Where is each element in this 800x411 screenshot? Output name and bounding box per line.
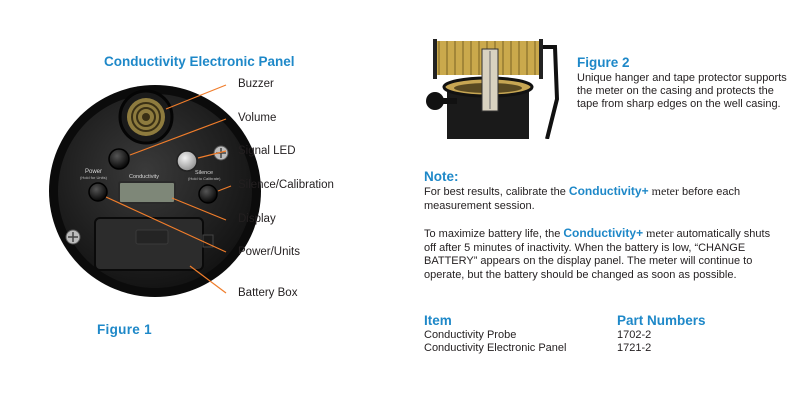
- screw-bottom-left-icon: [65, 229, 81, 245]
- callout-battery-box: Battery Box: [238, 287, 298, 299]
- note-p1-post: before each measurement session.: [424, 186, 741, 212]
- callout-signal-led: Signal LED: [238, 145, 296, 157]
- figure2-title: Figure 2: [577, 55, 630, 70]
- callout-power-units: Power/Units: [238, 246, 300, 258]
- figure2-description: Unique hanger and tape protector support…: [577, 72, 787, 110]
- callout-leaders: [105, 84, 232, 294]
- note-title: Note:: [424, 169, 459, 184]
- brand-text: Conductivity: [568, 184, 642, 198]
- signal-led: [176, 150, 198, 172]
- silence-label: Silence: [195, 170, 213, 176]
- power-sub-label: (Hold for Units): [80, 175, 108, 180]
- silence-button[interactable]: [198, 184, 218, 204]
- panel-title: Conductivity Electronic Panel: [104, 54, 295, 69]
- note-paragraph-1: For best results, calibrate the Conducti…: [424, 184, 784, 213]
- note-paragraph-2: To maximize battery life, the Conductivi…: [424, 226, 784, 282]
- figure1-label: Figure 1: [97, 322, 152, 337]
- hanger-photo: [417, 39, 567, 139]
- part-number-row-1: 1702-2: [617, 329, 652, 341]
- buzzer-icon: [118, 89, 174, 145]
- callout-silence-calibration: Silence/Calibration: [238, 179, 334, 191]
- brand-name-2: Conductivity+: [563, 226, 643, 240]
- meter-word: meter: [651, 184, 679, 198]
- item-row-1: Conductivity Probe: [424, 329, 517, 341]
- power-label: Power: [85, 169, 102, 175]
- note-p2-pre: To maximize battery life, the: [424, 228, 564, 240]
- power-button[interactable]: [88, 182, 108, 202]
- lcd-display: [118, 181, 176, 204]
- part-number-row-2: 1721-2: [617, 342, 652, 354]
- part-numbers-header: Part Numbers: [617, 313, 706, 328]
- callout-display: Display: [238, 213, 276, 225]
- brand-text-2: Conductivity: [563, 226, 637, 240]
- meter-word-2: meter: [646, 226, 674, 240]
- brand-plus-2: +: [636, 226, 644, 240]
- volume-knob[interactable]: [108, 148, 130, 170]
- brand-plus: +: [641, 184, 649, 198]
- battery-box-latch: [135, 229, 169, 245]
- silence-sub-label: (Hold to Calibrate): [188, 176, 221, 181]
- note-p1-pre: For best results, calibrate the: [424, 186, 569, 198]
- electronic-panel-image: Power (Hold for Units) Conductivity Sile…: [49, 84, 261, 297]
- item-header: Item: [424, 313, 452, 328]
- note-p2-post: automatically shuts off after 5 minutes …: [424, 228, 771, 281]
- item-row-2: Conductivity Electronic Panel: [424, 342, 567, 354]
- callout-volume: Volume: [238, 112, 277, 124]
- callout-buzzer: Buzzer: [238, 78, 274, 90]
- conductivity-panel-label: Conductivity: [129, 174, 159, 180]
- brand-name: Conductivity+: [569, 184, 649, 198]
